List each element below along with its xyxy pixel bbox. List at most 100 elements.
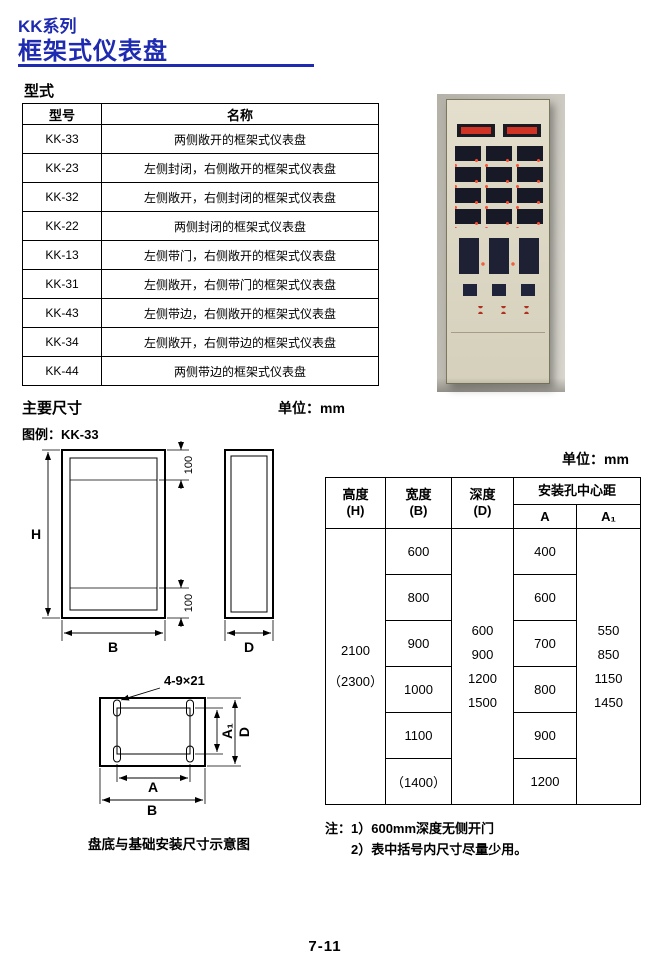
model-cell: KK-44 — [22, 356, 102, 386]
dim-label-base-A: A — [148, 779, 158, 795]
dim-label-A1: A₁ — [219, 723, 235, 739]
header-line: (B) — [409, 503, 428, 518]
side-view-drawing — [224, 449, 274, 641]
model-column-header: 型号 — [22, 103, 102, 125]
model-cell: KK-13 — [22, 240, 102, 270]
a1-value: 850 — [597, 647, 620, 662]
meter-grid — [455, 146, 543, 228]
header-line: 宽度 — [405, 487, 432, 502]
note-line-2: 2）表中括号内尺寸尽量少用。 — [351, 842, 528, 857]
name-cell: 两侧敞开的框架式仪表盘 — [101, 124, 379, 154]
width-cell: 1100 — [385, 712, 452, 759]
slot-spec-label: 4-9×21 — [164, 673, 205, 688]
height-value: 2100 — [341, 643, 370, 658]
width-column-header: 宽度 (B) — [385, 477, 452, 529]
a1-value: 1150 — [594, 671, 623, 686]
model-cell: KK-33 — [22, 124, 102, 154]
dim-table-row: 900 700 — [326, 620, 641, 667]
dim-table-unit-label: 单位：mm — [562, 451, 629, 467]
indicator-lights — [463, 284, 535, 296]
note-line-1: 注：1）600mm深度无侧开门 — [325, 821, 495, 836]
depth-value: 1500 — [468, 695, 497, 710]
model-cell: KK-32 — [22, 182, 102, 212]
instrument-panel-photo — [437, 94, 565, 392]
name-column-header: 名称 — [101, 103, 379, 125]
page-number: 7-11 — [308, 938, 342, 955]
height-cell: 2100 （2300） — [325, 528, 386, 805]
a1-column-header: A₁ — [576, 504, 641, 529]
dim-table-row: 800 600 — [326, 574, 641, 621]
digital-displays — [457, 124, 541, 137]
led-display — [503, 124, 541, 137]
a-cell: 700 — [513, 620, 577, 667]
series-label: KK系列 — [18, 17, 77, 36]
dim-label-100-top: 100 — [183, 456, 195, 474]
header-line: 高度 — [342, 487, 369, 502]
dim-table-row: 2100 （2300） 600 600 900 1200 1500 400 — [325, 528, 641, 805]
a-cell: 400 — [513, 528, 577, 575]
title-underline — [18, 64, 314, 67]
name-cell: 左侧敞开，右侧封闭的框架式仪表盘 — [101, 182, 379, 212]
dim-label-base-D: D — [236, 727, 252, 737]
width-cell: 600 — [385, 528, 452, 575]
depth-column-header: 深度 (D) — [451, 477, 514, 529]
dim-label-H: H — [31, 526, 41, 542]
a-cell: 800 — [513, 666, 577, 713]
recorder-units — [459, 238, 539, 274]
depth-value: 900 — [471, 647, 494, 662]
header-line: (D) — [473, 503, 492, 518]
name-cell: 左侧敞开，右侧带门的框架式仪表盘 — [101, 269, 379, 299]
unit-label: 单位：mm — [278, 400, 345, 416]
depth-value: 600 — [471, 623, 494, 638]
cabinet-seam — [451, 332, 545, 333]
dimensions-table: 高度 (H) 宽度 (B) 深度 (D) 安装孔中心距 A A₁ — [325, 477, 641, 805]
header-line: 深度 — [469, 487, 496, 502]
model-cell: KK-34 — [22, 327, 102, 357]
a-column-header: A — [513, 504, 577, 529]
base-mounting-drawing — [99, 687, 241, 804]
height-value: （2300） — [328, 674, 383, 689]
width-cell: （1400） — [385, 758, 452, 805]
a1-value: 550 — [597, 623, 620, 638]
height-column-header: 高度 (H) — [325, 477, 386, 529]
header-line: (H) — [346, 503, 365, 518]
name-cell: 左侧封闭，右侧敞开的框架式仪表盘 — [101, 153, 379, 183]
dim-table-header-row-1: 高度 (H) 宽度 (B) 深度 (D) 安装孔中心距 — [325, 477, 641, 529]
name-cell: 左侧敞开，右侧带边的框架式仪表盘 — [101, 327, 379, 357]
depth-cell: 600 900 1200 1500 — [451, 528, 514, 805]
led-display — [457, 124, 495, 137]
model-cell: KK-31 — [22, 269, 102, 299]
notes: 注：1）600mm深度无侧开门 2）表中括号内尺寸尽量少用。 — [325, 818, 527, 860]
panel-buttons — [465, 306, 533, 314]
width-cell: 800 — [385, 574, 452, 621]
type-section-heading: 型式 — [24, 83, 55, 100]
name-cell: 左侧带边，右侧敞开的框架式仪表盘 — [101, 298, 379, 328]
front-view-drawing — [42, 441, 189, 641]
width-cell: 1000 — [385, 666, 452, 713]
dim-label-B: B — [108, 639, 118, 655]
mount-distance-header: 安装孔中心距 — [513, 477, 641, 505]
a-cell: 1200 — [513, 758, 577, 805]
dim-table-row: 1100 900 — [326, 712, 641, 759]
page-title: 框架式仪表盘 — [18, 38, 168, 65]
model-cell: KK-22 — [22, 211, 102, 241]
base-drawing-caption: 盘底与基础安装尺寸示意图 — [88, 837, 250, 852]
name-cell: 两侧带边的框架式仪表盘 — [101, 356, 379, 386]
a-cell: 600 — [513, 574, 577, 621]
width-cell: 900 — [385, 620, 452, 667]
name-cell: 两侧封闭的框架式仪表盘 — [101, 211, 379, 241]
model-table-header-row: 型号 名称 — [22, 103, 379, 125]
a1-value: 1450 — [594, 695, 623, 710]
dimension-drawings: H B 100 100 D — [31, 441, 274, 818]
dim-label-base-B: B — [147, 802, 157, 818]
depth-value: 1200 — [468, 671, 497, 686]
a-cell: 900 — [513, 712, 577, 759]
